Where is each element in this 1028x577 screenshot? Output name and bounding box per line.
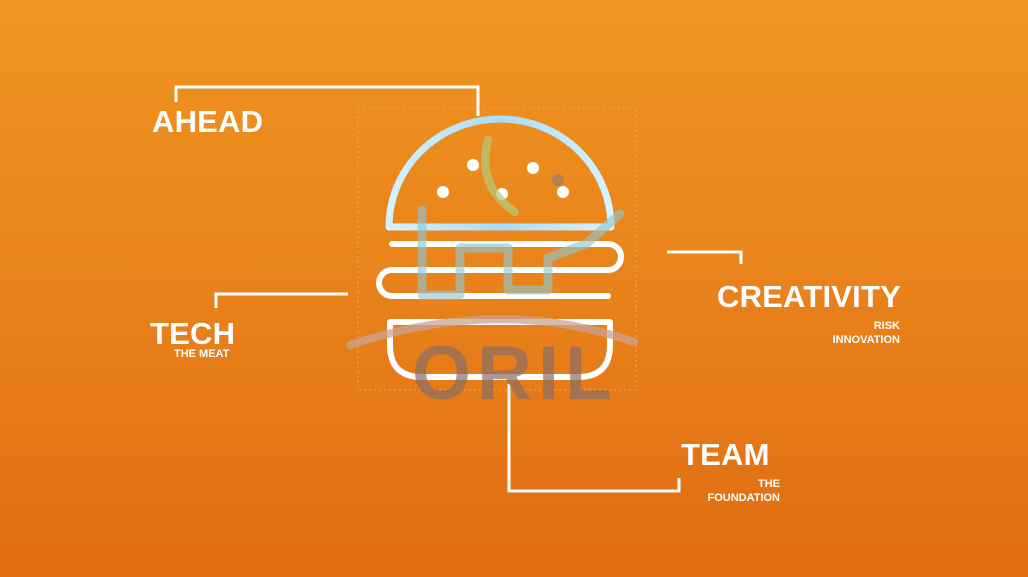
connector-team <box>507 384 681 493</box>
connector-creativity <box>667 250 743 264</box>
label-team-line1: THE <box>758 478 780 490</box>
label-creativity-line2: INNOVATION <box>832 334 900 346</box>
watermark-text: ORIL <box>412 331 618 416</box>
bottom-bun <box>387 319 613 380</box>
label-ahead: AHEAD <box>152 104 264 139</box>
label-team: TEAM <box>681 437 770 472</box>
connector-tech <box>214 292 348 308</box>
label-team-line2: FOUNDATION <box>707 492 780 504</box>
connector-ahead <box>174 85 480 116</box>
label-creativity-line1: RISK <box>873 320 900 332</box>
label-tech-subtitle: THE MEAT <box>174 348 230 360</box>
top-bun <box>385 115 615 231</box>
label-creativity: CREATIVITY <box>717 279 901 314</box>
label-tech: TECH <box>150 316 236 351</box>
burger-filling <box>376 241 624 299</box>
